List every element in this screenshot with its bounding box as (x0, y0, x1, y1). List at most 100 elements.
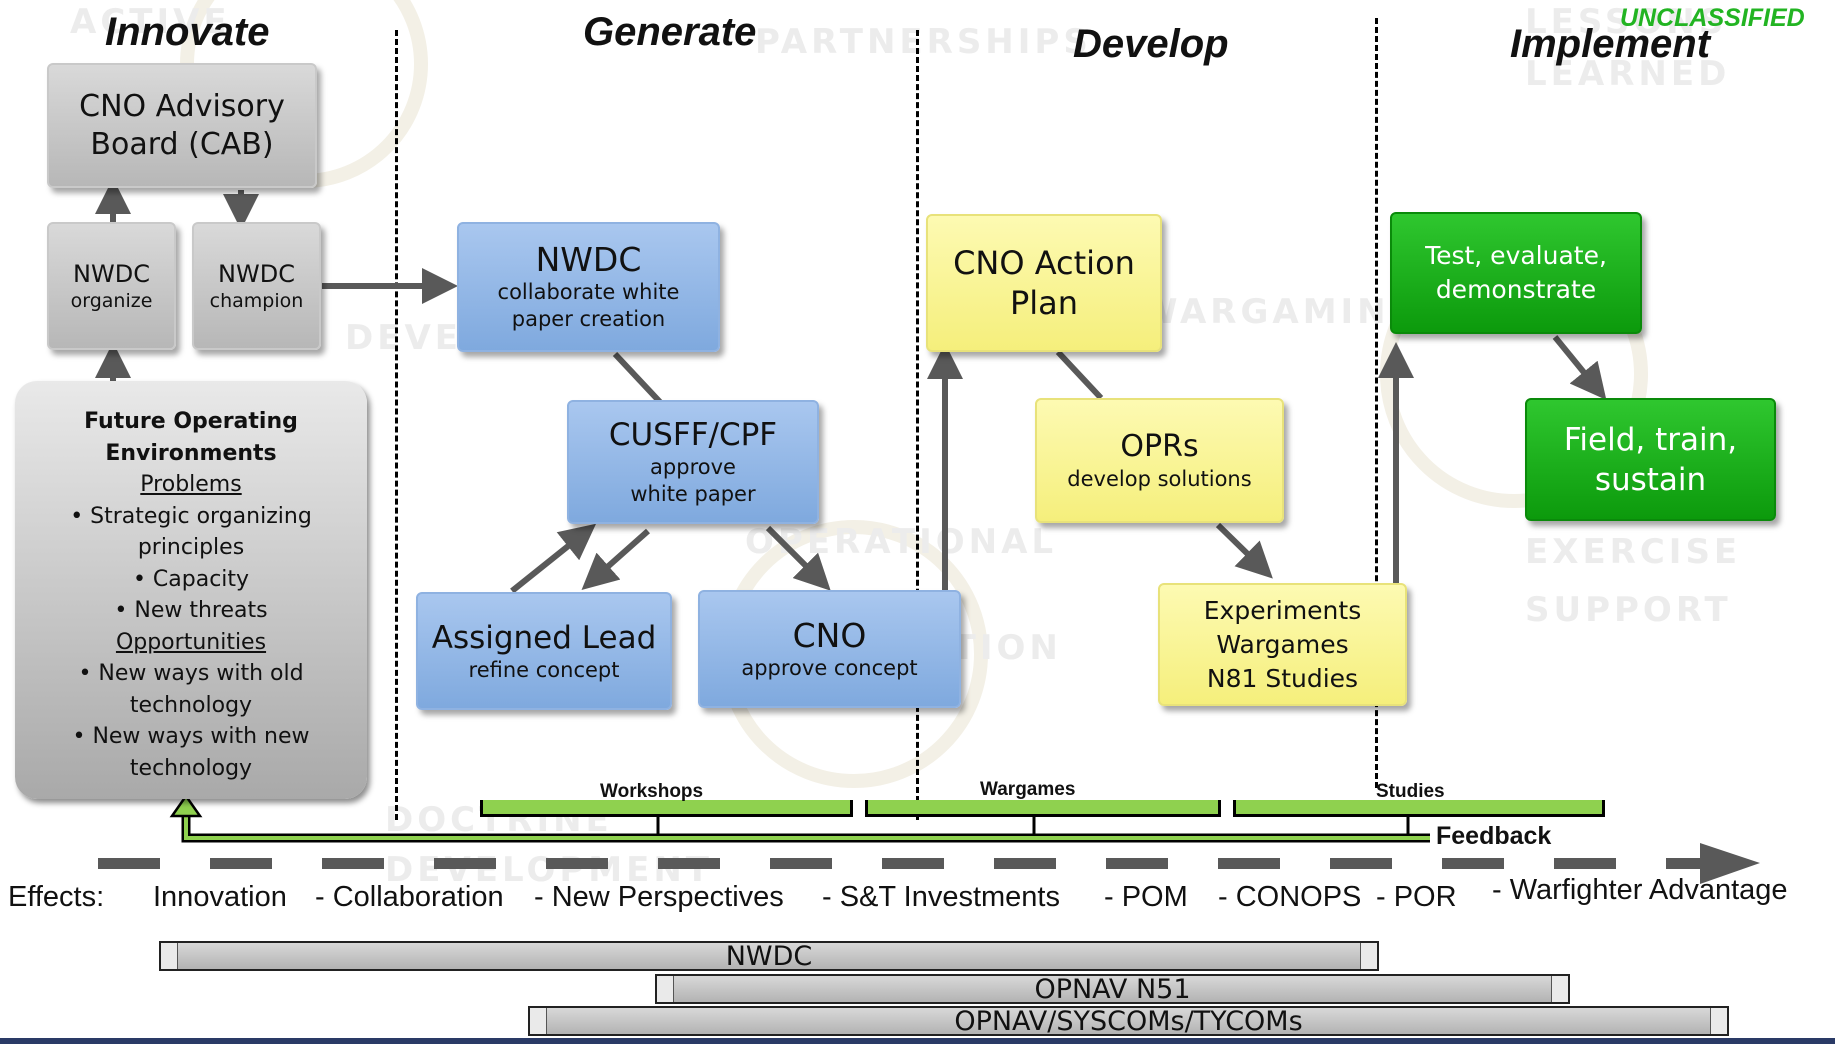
band-label-studies: Studies (1376, 781, 1445, 802)
watermark-text: DEVELOPMENT (385, 850, 713, 890)
cno-approve-title: CNO (792, 615, 867, 655)
experiments-box: Experiments Wargames N81 Studies (1158, 583, 1407, 706)
org-bar-nwdc: NWDC (159, 941, 1379, 971)
org-bar-label: NWDC (725, 941, 813, 972)
cusff-cpf-sub: approve white paper (630, 455, 756, 506)
timeline-dash (1666, 858, 1702, 869)
org-bar-cap (161, 943, 178, 969)
watermark-text: LESSONS (1525, 2, 1728, 42)
org-bar-cap (530, 1008, 547, 1034)
org-bar-cap (1360, 943, 1377, 969)
band-label-workshops: Workshops (600, 781, 704, 802)
link-nwdc-to-cusff (612, 351, 663, 405)
arrow-oprs-to-experiments (1215, 522, 1273, 579)
org-bar-opnav-syscoms-tycoms: OPNAV/SYSCOMs/TYCOMs (528, 1006, 1729, 1036)
timeline-dash (882, 858, 944, 869)
org-bar-cap (657, 976, 674, 1002)
timeline-dash (770, 858, 832, 869)
nwdc-collaborate-title: NWDC (535, 240, 642, 279)
oprs-title: OPRs (1120, 429, 1199, 464)
foe-problem-item: • New threats (114, 598, 268, 623)
arrow-cusff-to-lead (581, 528, 650, 590)
org-bar-opnav-n51: OPNAV N51 (655, 974, 1570, 1004)
nwdc-champion-sub: champion (209, 290, 304, 312)
test-evaluate-label: Test, evaluate, demonstrate (1425, 241, 1607, 304)
nwdc-collaborate-box: NWDC collaborate white paper creation (457, 222, 720, 352)
phase-title-implement: Implement (1510, 22, 1711, 66)
watermark-text: ACTIVE (70, 2, 231, 42)
classification-label: UNCLASSIFIED (1620, 4, 1805, 32)
cno-action-plan-box: CNO Action Plan (926, 214, 1162, 352)
nwdc-champion-box: NWDC champion (192, 222, 321, 350)
timeline-dash (658, 858, 720, 869)
timeline-dash (322, 858, 384, 869)
feedback-line-fill (184, 812, 1430, 840)
timeline-dash (434, 858, 496, 869)
band-wargames (865, 800, 1221, 817)
nwdc-organize-sub: organize (70, 290, 153, 312)
band-workshops (480, 800, 853, 817)
org-bar-cap (1710, 1008, 1727, 1034)
cab-label: CNO Advisory Board (CAB) (79, 88, 285, 162)
foe-problems-heading: Problems (140, 472, 242, 497)
timeline-dash (1218, 858, 1280, 869)
foe-problem-item: • Capacity (132, 566, 250, 592)
effect-item: - Warfighter Advantage (1492, 874, 1788, 906)
arrow-cusff-to-cno (765, 525, 831, 591)
watermark-text: LEARNED (1525, 54, 1731, 94)
arrow-lead-to-cusff (510, 523, 597, 594)
org-bar-label: OPNAV/SYSCOMs/TYCOMs (954, 1006, 1303, 1037)
oprs-sub: develop solutions (1067, 467, 1252, 491)
timeline-dash (1442, 858, 1504, 869)
timeline-dash (994, 858, 1056, 869)
watermark-text: SUPPORT (1525, 590, 1732, 630)
foe-title: Future Operating Environments (84, 409, 298, 466)
band-label-wargames: Wargames (980, 779, 1076, 800)
feedback-loop (169, 793, 1430, 843)
link-action-plan-to-oprs (1055, 349, 1104, 401)
effect-item: - New Perspectives (534, 881, 784, 913)
test-evaluate-box: Test, evaluate, demonstrate (1390, 212, 1642, 334)
timeline-arrowhead (1700, 843, 1760, 884)
nwdc-champion-title: NWDC (218, 260, 295, 288)
field-train-label: Field, train, sustain (1563, 421, 1738, 498)
org-bar-cap (1551, 976, 1568, 1002)
watermark-text: WARGAMING (1140, 292, 1422, 332)
arrow-test-to-field (1552, 335, 1607, 400)
org-bar-label: OPNAV N51 (1034, 974, 1191, 1005)
assigned-lead-title: Assigned Lead (431, 619, 657, 656)
phase-separator (916, 30, 919, 820)
future-operating-environments-box: Future Operating Environments Problems •… (15, 381, 367, 799)
foe-problem-item: • Strategic organizing principles (70, 503, 312, 561)
phase-separator (395, 30, 398, 820)
cno-approve-box: CNO approve concept (698, 590, 961, 708)
phase-separator (1375, 18, 1378, 788)
cusff-cpf-title: CUSFF/CPF (608, 417, 778, 453)
phase-title-develop: Develop (1073, 22, 1229, 66)
band-studies (1233, 800, 1605, 817)
effect-item: - S&T Investments (822, 881, 1060, 913)
phase-title-innovate: Innovate (105, 10, 270, 54)
timeline-dash (1106, 858, 1168, 869)
experiments-line: Wargames (1216, 629, 1349, 659)
oprs-box: OPRs develop solutions (1035, 398, 1284, 523)
effect-item: - Collaboration (315, 881, 504, 913)
cab-box: CNO Advisory Board (CAB) (47, 63, 317, 188)
foe-opportunities-heading: Opportunities (115, 629, 267, 655)
effect-item: - POM (1104, 881, 1188, 913)
assigned-lead-sub: refine concept (468, 657, 620, 682)
field-train-box: Field, train, sustain (1525, 398, 1776, 521)
timeline-dash (98, 858, 160, 869)
timeline-dashes (98, 843, 1760, 884)
experiments-line: Experiments (1203, 595, 1362, 625)
effect-item: - POR (1376, 881, 1457, 913)
assigned-lead-box: Assigned Lead refine concept (416, 592, 672, 710)
foe-opportunity-item: • New ways with new technology (72, 724, 310, 781)
experiments-line: N81 Studies (1206, 663, 1359, 693)
watermark-text: PARTNERSHIPS (755, 22, 1092, 62)
footer-rule (0, 1038, 1835, 1044)
effects-label: Effects: (8, 881, 105, 913)
timeline-dash (546, 858, 608, 869)
feedback-arrowhead (169, 793, 203, 818)
